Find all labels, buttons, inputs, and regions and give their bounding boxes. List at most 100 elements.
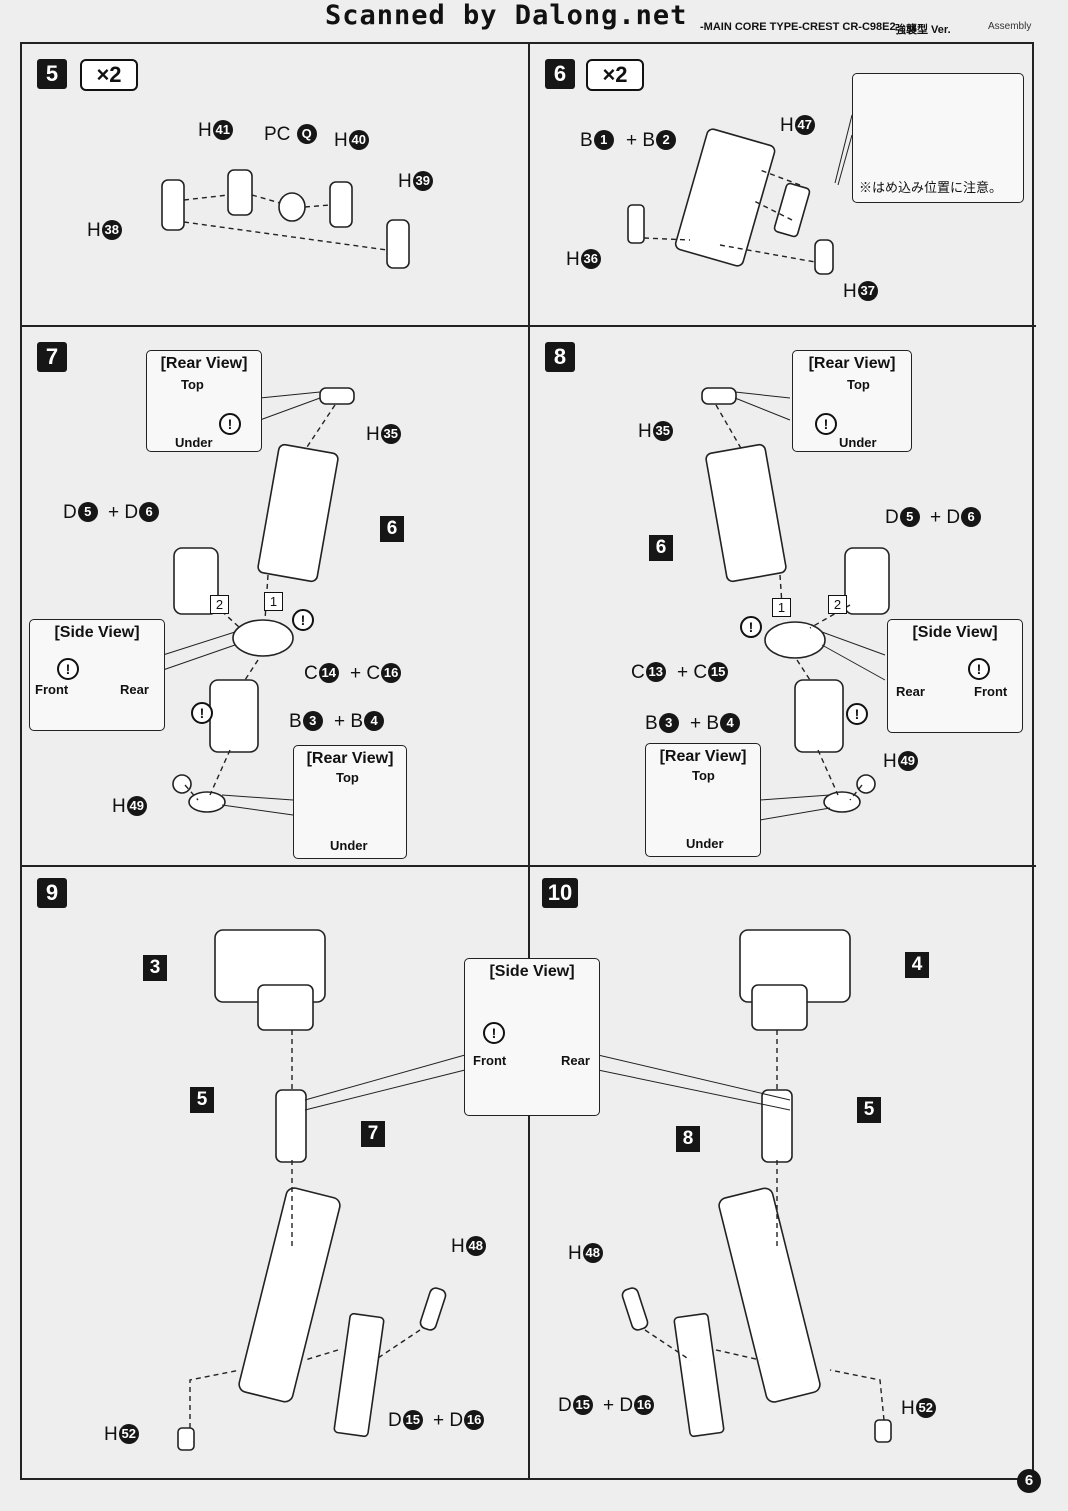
part-h48-10 — [621, 1287, 649, 1331]
warning-icon: ! — [292, 609, 314, 631]
callout-5: 5 — [857, 1097, 881, 1123]
rear-view-top-label: Top — [181, 377, 204, 392]
side-view-title: [Side View] — [489, 963, 575, 980]
warning-icon: ! — [846, 703, 868, 725]
rear-view-top-label: Top — [336, 770, 359, 785]
page-frame — [20, 42, 1034, 1480]
part-h37 — [814, 239, 834, 275]
order-2: 2 — [210, 595, 229, 614]
part-5-9 — [275, 1089, 307, 1163]
part-d5-d6-7 — [173, 547, 219, 615]
part-c13-c15 — [764, 621, 826, 659]
header-section: Assembly — [988, 21, 1032, 32]
step-8-rear-view-top-box: [Rear View] Top Under ! — [792, 350, 912, 452]
part-h40 — [329, 181, 353, 228]
step-5-number: 5 — [37, 59, 67, 89]
order-1: 1 — [264, 592, 283, 611]
step-8-rear-view-bottom-box: [Rear View] Top Under — [645, 743, 761, 857]
step-9-number: 9 — [37, 878, 67, 908]
rear-view-title: [Rear View] — [808, 355, 896, 372]
inset-placement-note-box: ※はめ込み位置に注意。 — [852, 73, 1024, 203]
rear-view-top-label: Top — [847, 377, 870, 392]
step-6-multiplier: ×2 — [586, 59, 644, 91]
header-version: 強襲型 Ver. — [895, 24, 951, 36]
part-h41 — [227, 169, 253, 216]
part-5-10 — [761, 1089, 793, 1163]
part-h49-ball-7 — [172, 774, 192, 794]
center-side-view-box: [Side View] Front Rear ! — [464, 958, 600, 1116]
side-view-title: [Side View] — [912, 624, 998, 641]
side-view-front-label: Front — [473, 1053, 507, 1068]
rear-view-title: [Rear View] — [659, 748, 747, 765]
rear-view-under-label: Under — [330, 838, 368, 853]
rear-view-title: [Rear View] — [160, 355, 248, 372]
part-d15-d16-9 — [333, 1312, 385, 1438]
callout-6: 6 — [649, 535, 673, 561]
part-4-lower — [751, 984, 808, 1031]
part-h49-7 — [188, 791, 226, 813]
step-8-number: 8 — [545, 342, 575, 372]
step-6-number: 6 — [545, 59, 575, 89]
part-8 — [718, 1187, 821, 1403]
part-d15-d16-10 — [673, 1312, 725, 1438]
part-h35-8 — [701, 387, 737, 405]
part-6-8 — [705, 443, 787, 583]
part-h49-8 — [823, 791, 861, 813]
rear-view-top-label: Top — [692, 768, 715, 783]
part-b1-b2 — [674, 128, 776, 267]
part-h49-ball-8 — [856, 774, 876, 794]
part-b3-b4-7 — [209, 679, 259, 753]
step-5-multiplier: ×2 — [80, 59, 138, 91]
warning-icon: ! — [483, 1022, 505, 1044]
order-1: 1 — [772, 598, 791, 617]
warning-icon: ! — [57, 658, 79, 680]
rear-view-under-label: Under — [839, 435, 877, 450]
step-7-number: 7 — [37, 342, 67, 372]
callout-3: 3 — [143, 955, 167, 981]
part-b3-b4-8 — [794, 679, 844, 753]
side-view-front-label: Front — [35, 682, 69, 697]
rear-view-title: [Rear View] — [306, 750, 394, 767]
scan-banner: Scanned by Dalong.net — [325, 0, 688, 31]
part-7 — [238, 1187, 341, 1403]
part-h38 — [161, 179, 185, 231]
warning-icon: ! — [191, 702, 213, 724]
side-view-title: [Side View] — [54, 624, 140, 641]
order-2: 2 — [828, 595, 847, 614]
warning-icon: ! — [815, 413, 837, 435]
rear-view-under-label: Under — [686, 836, 724, 851]
part-d5-d6-8 — [844, 547, 890, 615]
rear-view-under-label: Under — [175, 435, 213, 450]
callout-8: 8 — [676, 1126, 700, 1152]
part-h35-7 — [319, 387, 355, 405]
part-3-lower — [257, 984, 314, 1031]
callout-7: 7 — [361, 1121, 385, 1147]
step-8-side-view-box: [Side View] Rear Front ! — [887, 619, 1023, 733]
part-h36 — [627, 204, 645, 244]
warning-icon: ! — [219, 413, 241, 435]
row-divider-2 — [20, 865, 1036, 867]
side-view-rear-label: Rear — [896, 684, 925, 699]
